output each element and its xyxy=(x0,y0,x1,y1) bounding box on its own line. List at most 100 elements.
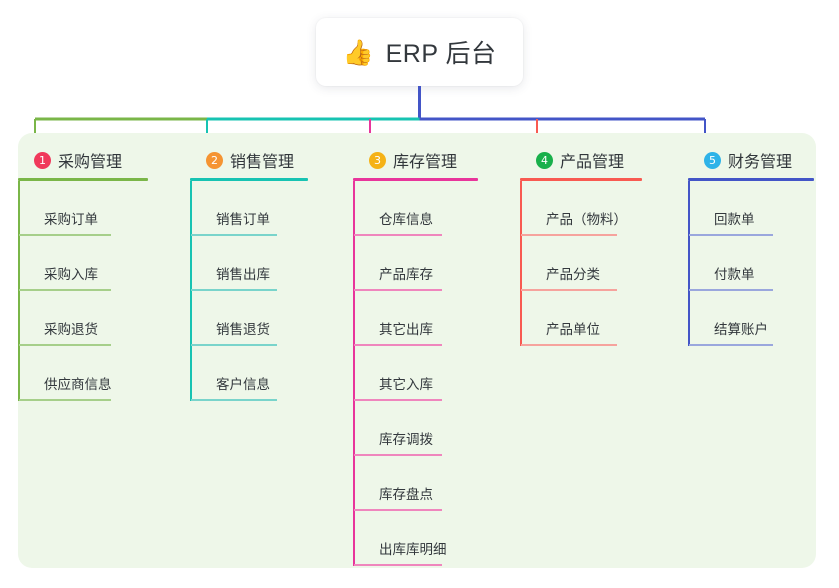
mindmap-panel xyxy=(18,133,816,568)
column-header-rule xyxy=(18,178,148,181)
leaf-label: 产品（物料） xyxy=(546,212,627,227)
leaf-rule xyxy=(689,344,773,346)
column-4: 4 产品管理产品（物料） 产品分类产品单位 xyxy=(520,147,670,346)
column-header-2[interactable]: 2 销售管理 xyxy=(190,147,330,173)
leaf-item[interactable]: 采购退货 xyxy=(18,291,168,346)
column-badge-3: 3 xyxy=(369,151,386,169)
leaf-rule xyxy=(521,289,617,291)
leaf-label: 客户信息 xyxy=(216,377,270,392)
leaf-label: 其它出库 xyxy=(379,322,433,337)
leaf-rule xyxy=(19,234,111,236)
column-header-4[interactable]: 4 产品管理 xyxy=(520,147,670,173)
leaf-item[interactable]: 出库库明细 xyxy=(353,511,498,566)
leaf-item[interactable]: 产品库存 xyxy=(353,236,498,291)
leaf-item[interactable]: 产品（物料） xyxy=(520,181,670,236)
column-header-5[interactable]: 5 财务管理 xyxy=(688,147,828,173)
column-badge-5: 5 xyxy=(704,151,721,169)
column-spine xyxy=(353,181,355,566)
leaf-label: 销售出库 xyxy=(216,267,270,282)
column-header-rule xyxy=(520,178,642,181)
column-badge-1: 1 xyxy=(34,151,51,169)
leaf-list: 仓库信息产品库存其它出库其它入库库存调拨库存盘点出库库明细 xyxy=(353,181,498,566)
leaf-rule xyxy=(191,289,277,291)
column-header-rule xyxy=(190,178,308,181)
leaf-item[interactable]: 销售退货 xyxy=(190,291,330,346)
leaf-item[interactable]: 其它入库 xyxy=(353,346,498,401)
column-spine xyxy=(688,181,690,346)
leaf-label: 库存调拨 xyxy=(379,432,433,447)
column-header-rule xyxy=(688,178,814,181)
leaf-label: 结算账户 xyxy=(714,322,768,337)
leaf-item[interactable]: 产品分类 xyxy=(520,236,670,291)
column-2: 2 销售管理销售订单销售出库销售退货客户信息 xyxy=(190,147,330,401)
leaf-rule xyxy=(354,454,442,456)
leaf-item[interactable]: 供应商信息 xyxy=(18,346,168,401)
leaf-item[interactable]: 采购订单 xyxy=(18,181,168,236)
column-3: 3 库存管理仓库信息产品库存其它出库其它入库库存调拨库存盘点出库库明细 xyxy=(353,147,498,566)
leaf-rule xyxy=(19,289,111,291)
leaf-item[interactable]: 回款单 xyxy=(688,181,828,236)
leaf-label: 库存盘点 xyxy=(379,487,433,502)
leaf-item[interactable]: 采购入库 xyxy=(18,236,168,291)
leaf-label: 其它入库 xyxy=(379,377,433,392)
leaf-item[interactable]: 其它出库 xyxy=(353,291,498,346)
leaf-list: 回款单付款单结算账户 xyxy=(688,181,828,346)
leaf-label: 付款单 xyxy=(714,267,755,282)
leaf-label: 销售退货 xyxy=(216,322,270,337)
leaf-label: 采购订单 xyxy=(44,212,98,227)
leaf-item[interactable]: 产品单位 xyxy=(520,291,670,346)
column-spine xyxy=(520,181,522,346)
column-badge-4: 4 xyxy=(536,151,553,169)
column-title: 销售管理 xyxy=(230,154,295,171)
column-spine xyxy=(18,181,20,401)
column-header-rule xyxy=(353,178,478,181)
leaf-item[interactable]: 库存盘点 xyxy=(353,456,498,511)
leaf-rule xyxy=(354,399,442,401)
leaf-label: 销售订单 xyxy=(216,212,270,227)
leaf-rule xyxy=(191,344,277,346)
leaf-rule xyxy=(354,564,442,566)
leaf-rule xyxy=(521,234,617,236)
column-title: 产品管理 xyxy=(560,154,625,171)
leaf-rule xyxy=(689,289,773,291)
leaf-item[interactable]: 库存调拨 xyxy=(353,401,498,456)
leaf-item[interactable]: 客户信息 xyxy=(190,346,330,401)
column-5: 5 财务管理回款单付款单结算账户 xyxy=(688,147,828,346)
leaf-rule xyxy=(521,344,617,346)
leaf-item[interactable]: 销售订单 xyxy=(190,181,330,236)
column-title: 库存管理 xyxy=(393,154,458,171)
leaf-label: 供应商信息 xyxy=(44,377,112,392)
column-badge-2: 2 xyxy=(206,151,223,169)
leaf-label: 采购入库 xyxy=(44,267,98,282)
column-spine xyxy=(190,181,192,401)
root-node-card[interactable]: 👍 ERP 后台 xyxy=(316,18,523,86)
leaf-item[interactable]: 付款单 xyxy=(688,236,828,291)
leaf-list: 产品（物料） 产品分类产品单位 xyxy=(520,181,670,346)
leaf-rule xyxy=(689,234,773,236)
leaf-label: 仓库信息 xyxy=(379,212,433,227)
leaf-rule xyxy=(354,234,442,236)
thumbs-up-icon: 👍 xyxy=(342,37,374,67)
leaf-rule xyxy=(19,399,111,401)
leaf-label: 出库库明细 xyxy=(379,542,447,557)
leaf-list: 销售订单销售出库销售退货客户信息 xyxy=(190,181,330,401)
leaf-label: 回款单 xyxy=(714,212,755,227)
leaf-rule xyxy=(354,509,442,511)
column-title: 财务管理 xyxy=(728,154,793,171)
leaf-item[interactable]: 结算账户 xyxy=(688,291,828,346)
leaf-item[interactable]: 仓库信息 xyxy=(353,181,498,236)
leaf-label: 产品分类 xyxy=(546,267,600,282)
leaf-label: 采购退货 xyxy=(44,322,98,337)
leaf-label: 产品单位 xyxy=(546,322,600,337)
root-node-title: ERP 后台 xyxy=(385,40,497,68)
leaf-rule xyxy=(191,399,277,401)
column-header-3[interactable]: 3 库存管理 xyxy=(353,147,498,173)
leaf-list: 采购订单采购入库采购退货供应商信息 xyxy=(18,181,168,401)
leaf-label: 产品库存 xyxy=(379,267,433,282)
leaf-item[interactable]: 销售出库 xyxy=(190,236,330,291)
leaf-rule xyxy=(354,344,442,346)
leaf-rule xyxy=(354,289,442,291)
leaf-rule xyxy=(19,344,111,346)
